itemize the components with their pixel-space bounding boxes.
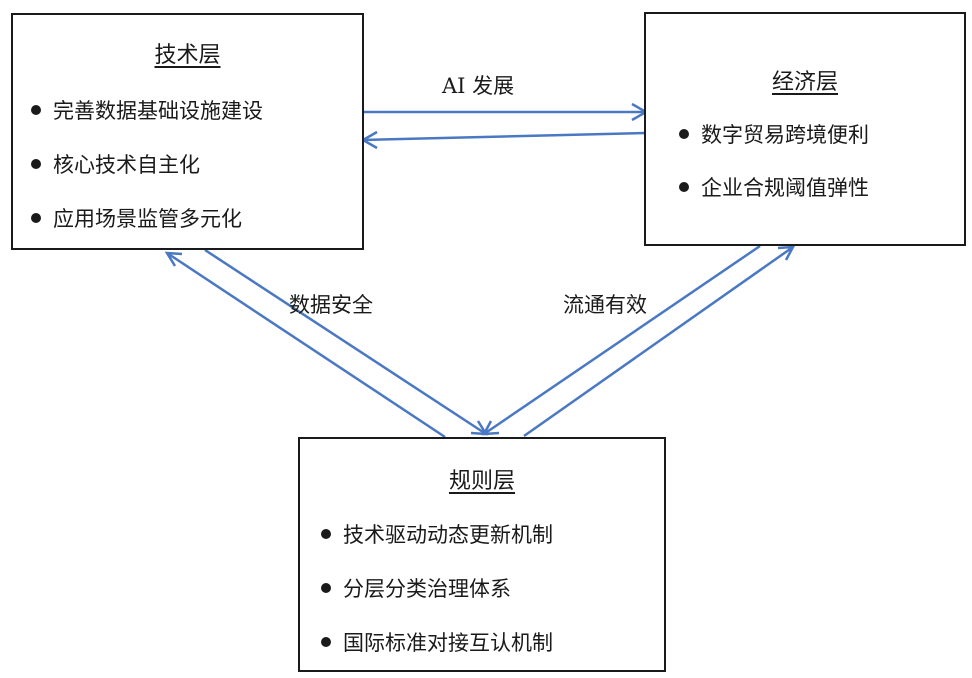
tech-item-2: 核心技术自主化 [31,149,200,179]
bullet-icon [679,182,689,192]
econ-item-text: 企业合规阈值弹性 [701,176,869,200]
arrow-rules-to-tech [166,251,446,439]
bullet-icon [31,213,41,223]
tech-item-1: 完善数据基础设施建设 [31,95,263,125]
econ-layer-title: 经济层 [771,70,838,95]
tech-item-text: 应用场景监管多元化 [53,207,242,231]
econ-layer-box: 经济层 数字贸易跨境便利 企业合规阈值弹性 [644,12,966,246]
rules-layer-title: 规则层 [448,469,515,494]
tech-layer-box: 技术层 完善数据基础设施建设 核心技术自主化 应用场景监管多元化 [11,13,364,250]
tech-item-text: 核心技术自主化 [53,153,200,177]
tech-item-3: 应用场景监管多元化 [31,203,242,233]
rules-item-1: 技术驱动动态更新机制 [321,519,553,549]
arrowhead-rules-to-tech [164,251,183,267]
bullet-icon [679,129,689,139]
rules-item-2: 分层分类治理体系 [321,573,511,603]
tech-layer-title: 技术层 [154,43,221,68]
rules-item-text: 分层分类治理体系 [343,577,511,601]
arrowhead-rules-to-econ [777,245,796,261]
rules-item-3: 国际标准对接互认机制 [321,627,553,657]
rules-item-text: 国际标准对接互认机制 [343,631,553,655]
bullet-icon [31,105,41,115]
edge-label-data-security: 数据安全 [289,293,373,317]
arrow-econ-to-tech [362,131,647,142]
bullet-icon [31,159,41,169]
tech-item-text: 完善数据基础设施建设 [53,99,263,123]
arrow-rules-to-econ [523,245,794,438]
rules-layer-box: 规则层 技术驱动动态更新机制 分层分类治理体系 国际标准对接互认机制 [298,437,666,672]
edge-label-effective-circulation: 流通有效 [563,293,647,317]
bullet-icon [321,583,331,593]
arrow-tech-to-rules [204,248,487,436]
econ-item-1: 数字贸易跨境便利 [679,119,869,149]
edge-label-ai-development: AI 发展 [442,74,515,98]
arrow-econ-to-rules [483,244,761,436]
rules-item-text: 技术驱动动态更新机制 [343,523,553,547]
econ-item-text: 数字贸易跨境便利 [701,123,869,147]
arrowhead-econ-to-rules [481,420,500,436]
bullet-icon [321,529,331,539]
bullet-icon [321,637,331,647]
econ-item-2: 企业合规阈值弹性 [679,172,869,202]
